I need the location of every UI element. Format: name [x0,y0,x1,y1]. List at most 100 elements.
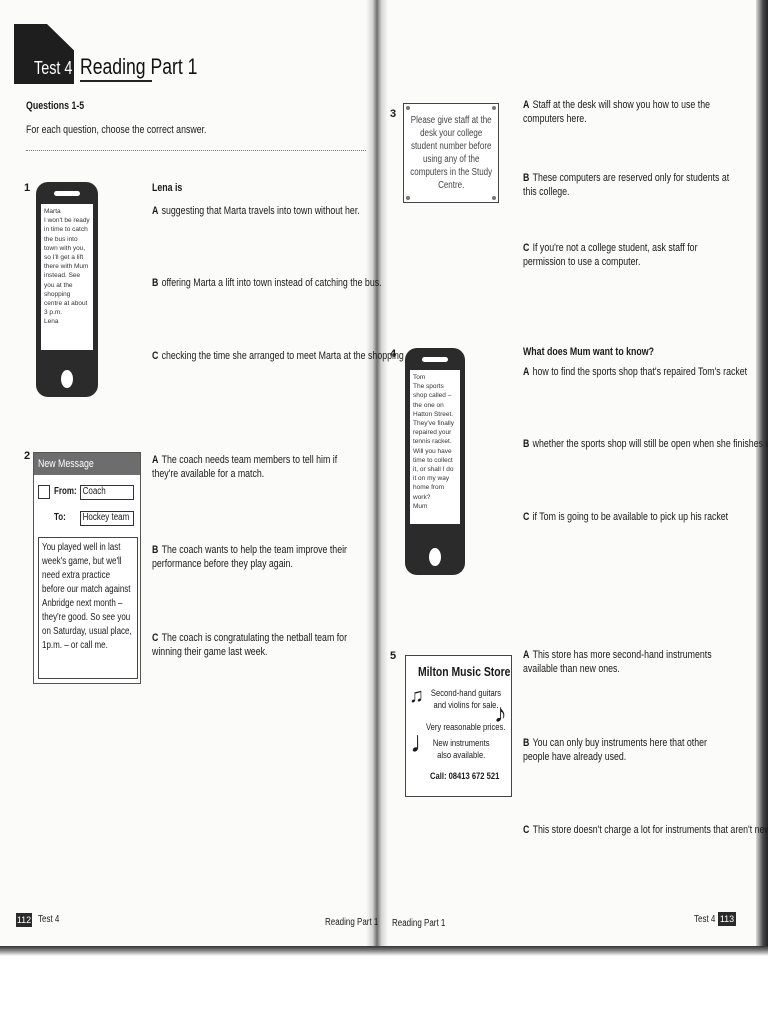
question-number-3: 3 [390,108,397,120]
option-letter: C [523,824,530,836]
option-letter: C [152,350,159,362]
advert-line-1: Second-hand guitars and violins for sale… [430,688,502,711]
email-window-title: New Message [38,458,94,470]
option-letter: A [523,649,530,661]
option-letter: B [152,277,159,289]
music-note-icon: ♫ [409,685,424,707]
instruction-divider [26,150,366,151]
option-text: These computers are reserved only for st… [523,172,730,198]
pin-icon [406,106,410,110]
book-spine-shadow [366,0,388,950]
question-number-1: 1 [24,182,31,194]
bottom-edge-shadow [0,946,768,956]
option-letter: C [523,511,530,523]
to-label: To: [54,512,66,523]
email-body-box: You played well in last week's game, but… [38,537,138,679]
option-letter: B [523,438,530,450]
footer-left-test: Test 4 [38,914,60,925]
option-text: This store doesn't charge a lot for inst… [532,824,768,836]
q1-stem: Lena is [152,182,183,194]
phone-home-button [61,370,73,388]
test-banner-label: Test 4 [34,58,73,78]
phone-home-button [429,548,441,566]
from-field: Coach [80,485,134,500]
option-text: suggesting that Marta travels into town … [161,205,360,217]
advert-phone: Call: 08413 672 521 [430,771,500,782]
to-value: Hockey team [82,512,130,523]
music-note-icon: ♩ [410,726,440,759]
option-text: If you're not a college student, ask sta… [523,242,698,268]
option-letter: C [152,632,159,644]
title-underline [80,80,152,82]
questions-heading: Questions 1-5 [26,100,85,112]
instruction-text: For each question, choose the correct an… [26,124,207,136]
advert-line-3: New instruments also available. [432,738,490,761]
option-letter: B [523,737,530,749]
option-letter: B [152,544,159,556]
question-number-2: 2 [24,450,31,462]
phone-q1: Marta I won't be ready in time to catch … [36,182,98,397]
phone-speaker [54,191,80,196]
option-text: how to find the sports shop that's repai… [532,366,748,378]
email-title-bar [34,453,140,475]
advert-title: Milton Music Store [418,664,511,679]
page-edge-shadow [756,0,768,950]
pin-icon [492,196,496,200]
option-text: offering Marta a lift into town instead … [161,277,382,289]
q4-stem: What does Mum want to know? [523,346,655,358]
option-text: checking the time she arranged to meet M… [161,350,434,362]
option-letter: A [523,366,530,378]
page-number-left: 112 [16,913,32,927]
page-title: Reading Part 1 [80,54,198,79]
notice-q3: Please give staff at the desk your colle… [403,103,499,203]
option-text: You can only buy instruments here that o… [523,737,707,763]
document-icon [38,485,50,499]
page-number-right: 113 [718,912,736,926]
question-number-5: 5 [390,650,397,662]
from-value: Coach [82,486,106,497]
footer-right-part: Reading Part 1 [392,918,446,929]
option-text: Staff at the desk will show you how to u… [523,99,711,125]
option-text: The coach wants to help the team improve… [152,544,347,570]
music-note-icon: ♪ [494,698,507,728]
option-text: The coach needs team members to tell him… [152,454,338,480]
option-text: whether the sports shop will still be op… [532,438,768,450]
from-label: From: [54,486,77,497]
phone-q4: Tom The sports shop called – the one on … [405,348,465,575]
to-field: Hockey team [80,511,134,526]
pin-icon [406,196,410,200]
phone-message-q4: Tom The sports shop called – the one on … [410,370,460,524]
option-text: This store has more second-hand instrume… [523,649,712,675]
option-letter: A [152,205,159,217]
email-body: You played well in last week's game, but… [42,542,132,651]
phone-message-q1: Marta I won't be ready in time to catch … [41,204,93,350]
option-text: The coach is congratulating the netball … [152,632,347,658]
option-letter: A [152,454,159,466]
option-letter: A [523,99,530,111]
option-text: if Tom is going to be available to pick … [532,511,729,523]
option-letter: B [523,172,530,184]
pin-icon [492,106,496,110]
email-window-q2: New Message From: Coach To: Hockey team … [33,452,141,684]
question-number-4: 4 [390,348,397,360]
footer-right-test: Test 4 [694,914,716,925]
advert-line-2: Very reasonable prices. [426,722,506,733]
phone-speaker [422,357,448,362]
footer-left-part: Reading Part 1 [325,917,379,928]
option-letter: C [523,242,530,254]
